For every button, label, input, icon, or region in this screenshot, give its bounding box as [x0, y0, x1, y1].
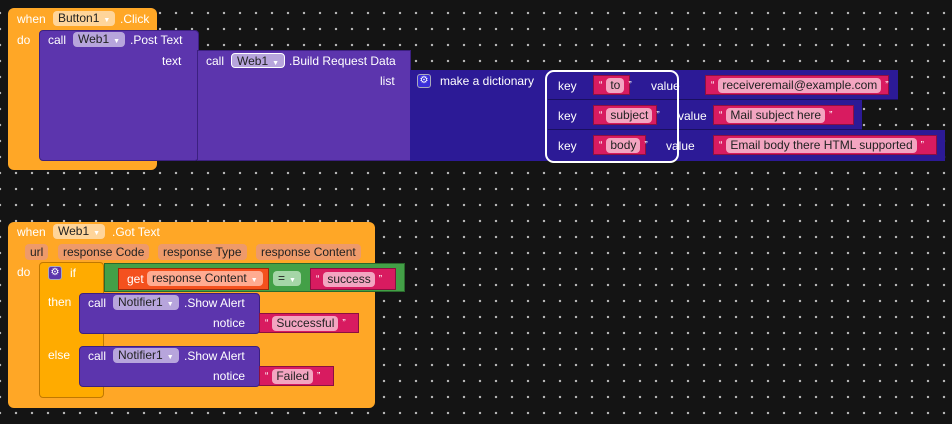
key-string[interactable]: “body”	[593, 135, 648, 155]
param-response-type[interactable]: response Type	[158, 244, 247, 260]
method-name: .Show Alert	[184, 296, 245, 310]
component-dropdown[interactable]: Web1▼	[73, 32, 126, 47]
do-label: do	[17, 265, 31, 279]
mutator-gear-icon[interactable]: ⚙	[48, 266, 62, 280]
do-label: do	[17, 33, 31, 47]
variable-dropdown[interactable]: response Content▼	[147, 271, 263, 286]
then-label: then	[48, 295, 72, 309]
make-dictionary-block[interactable]	[410, 70, 548, 161]
compare-string[interactable]: “success”	[310, 268, 396, 290]
component-dropdown[interactable]: Button1▼	[53, 11, 116, 26]
operator-dropdown[interactable]: =▼	[273, 271, 301, 286]
param-response-content[interactable]: response Content	[256, 244, 361, 260]
key-string[interactable]: “to”	[593, 75, 632, 95]
dictionary-label: make a dictionary	[440, 74, 535, 88]
notice-string[interactable]: “Successful”	[259, 313, 359, 333]
when-label: when	[17, 12, 46, 26]
arg-label: notice	[213, 316, 246, 330]
when-label: when	[17, 225, 46, 239]
build-request-data-block[interactable]	[197, 50, 411, 161]
notice-string[interactable]: “Failed”	[259, 366, 334, 386]
event-name: .Click	[120, 12, 150, 26]
arg-label: list	[380, 74, 395, 88]
selection-highlight	[545, 70, 679, 163]
component-dropdown[interactable]: Notifier1▼	[113, 295, 179, 310]
component-dropdown[interactable]: Web1▼	[231, 53, 286, 68]
value-string[interactable]: “receiveremail@example.com”	[705, 75, 889, 95]
mutator-gear-icon[interactable]: ⚙	[417, 74, 431, 88]
value-label: value	[666, 139, 695, 153]
if-label: if	[70, 266, 76, 280]
method-name: .Build Request Data	[289, 54, 396, 68]
call-label: call	[48, 33, 67, 47]
value-string[interactable]: “Mail subject here”	[713, 105, 854, 125]
param-url[interactable]: url	[25, 244, 49, 260]
key-label: key	[558, 139, 577, 153]
param-response-code[interactable]: response Code	[58, 244, 150, 260]
arg-label: text	[162, 54, 182, 68]
value-label: value	[651, 79, 680, 93]
method-name: .Post Text	[130, 33, 183, 47]
call-label: call	[206, 54, 225, 68]
method-name: .Show Alert	[184, 349, 245, 363]
post-text-block[interactable]	[39, 30, 199, 161]
key-label: key	[558, 79, 577, 93]
value-string[interactable]: “Email body there HTML supported”	[713, 135, 937, 155]
component-dropdown[interactable]: Web1▼	[53, 224, 106, 239]
else-label: else	[48, 348, 71, 362]
key-string[interactable]: “subject”	[593, 105, 660, 125]
get-label: get	[127, 272, 144, 286]
value-label: value	[678, 109, 707, 123]
component-dropdown[interactable]: Notifier1▼	[113, 348, 179, 363]
call-label: call	[88, 296, 107, 310]
event-name: .Got Text	[112, 225, 160, 239]
arg-label: notice	[213, 369, 246, 383]
key-label: key	[558, 109, 577, 123]
call-label: call	[88, 349, 107, 363]
